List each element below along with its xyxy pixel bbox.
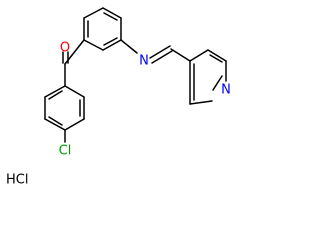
oxygen-atom-label: O [60, 41, 70, 56]
bond [207, 49, 227, 62]
bond [64, 118, 85, 131]
bond [44, 85, 66, 98]
bond [120, 39, 138, 54]
bond [189, 49, 209, 62]
bond [189, 100, 213, 105]
bond [103, 12, 118, 21]
imine-nitrogen-atom-label: N [139, 54, 149, 69]
bond [64, 85, 85, 98]
bond [209, 54, 223, 63]
bond [170, 48, 191, 62]
salt-label: HCl [6, 173, 28, 188]
bond [151, 50, 173, 64]
bond [44, 118, 66, 131]
bond [48, 90, 63, 100]
bond [149, 45, 171, 59]
bond [83, 7, 104, 19]
atom-labels: O Cl N N [59, 41, 231, 159]
bond [212, 75, 223, 91]
pyridine-nitrogen-atom-label: N [221, 83, 231, 98]
bond [83, 39, 104, 51]
chlorine-atom-label: Cl [59, 144, 72, 159]
chemical-structure: O Cl N N HCl [6, 7, 231, 188]
bond [102, 39, 122, 51]
bonds [44, 7, 227, 143]
bond [48, 116, 63, 126]
bond [102, 7, 122, 19]
bond [103, 37, 118, 46]
